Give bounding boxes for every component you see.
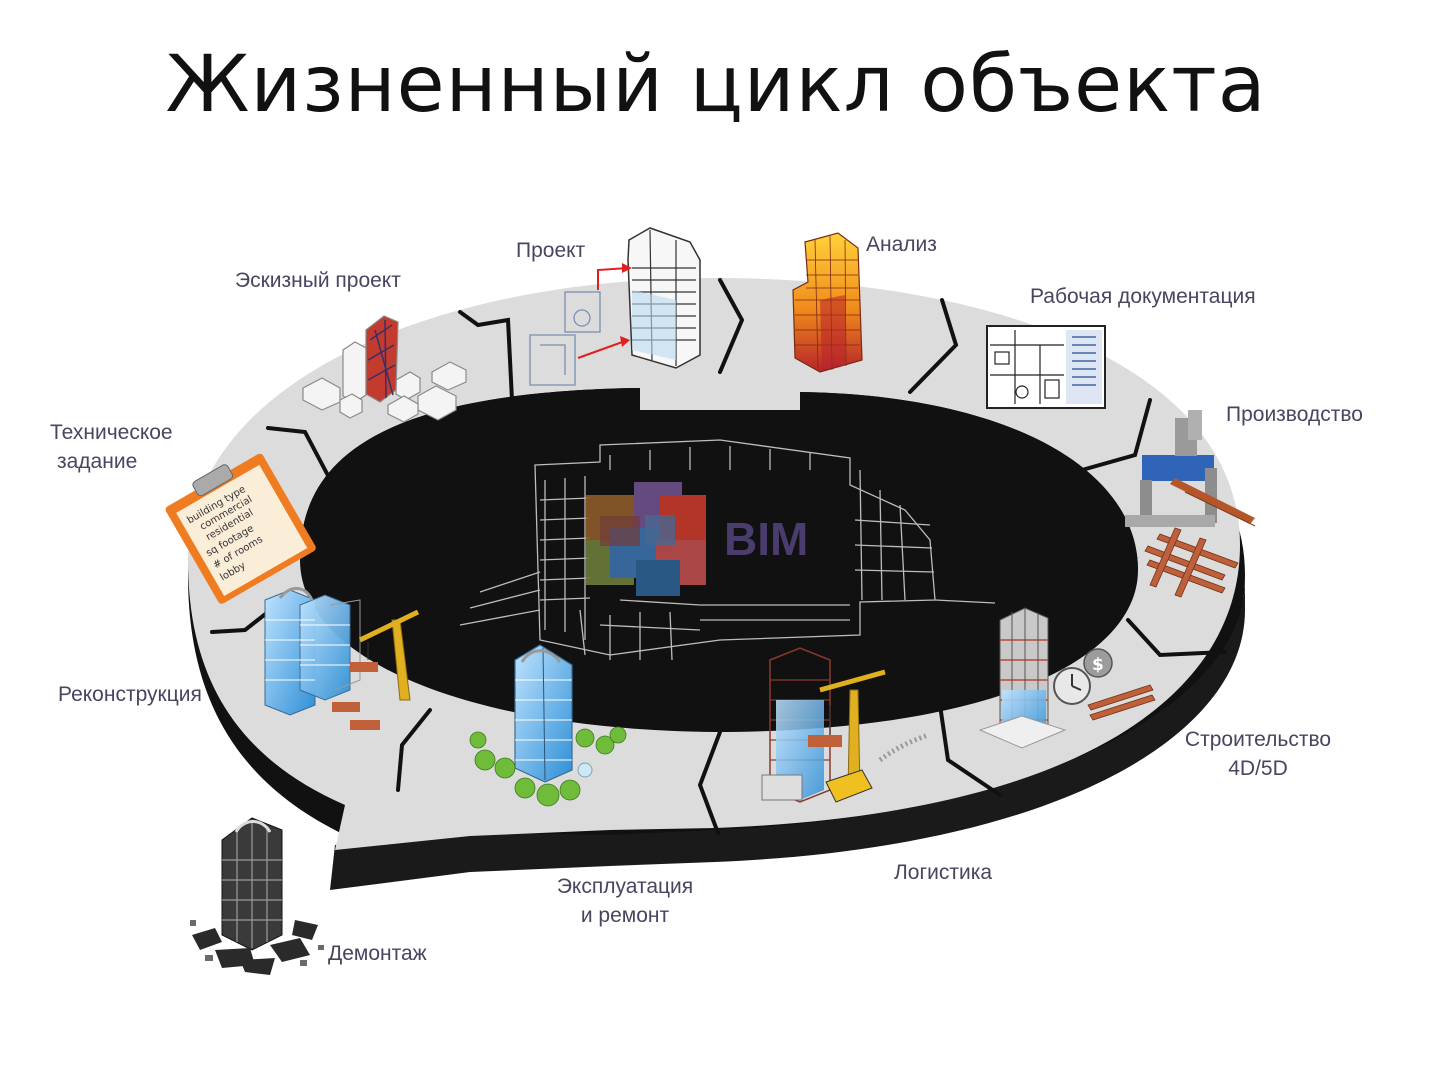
analysis-tower-icon [792,232,863,373]
page-title: Жизненный цикл объекта [165,40,1267,130]
stage-label-construction: Строительство 4D/5D [1184,728,1332,780]
stage-label-logistics: Логистика [894,861,993,884]
stage-label-design: Проект [516,239,586,262]
lifecycle-ring [188,278,1245,890]
stage-label-operation: Эксплуатация и ремонт [556,875,694,927]
stage-label-sketch: Эскизный проект [235,269,401,292]
stage-label-working-docs: Рабочая документация [1030,285,1256,308]
stage-label-tech-task: Техническое задание [50,421,173,473]
sketch-city-icon [302,315,467,423]
svg-text:$: $ [1092,655,1104,675]
operation-tower-icon [469,644,627,807]
logistics-crane-icon [761,647,929,803]
stage-label-demolition: Демонтаж [328,942,427,965]
floor-plan-icon [986,325,1106,409]
design-tower-icon [529,227,701,386]
bim-label: BIM [724,513,809,565]
factory-machine-icon [1125,410,1256,598]
building-sketch [459,439,996,661]
bim-cube-icon [586,482,706,596]
reconstruction-icon [264,587,420,730]
clipboard-icon: building type commercial residential sq … [165,453,316,604]
stage-label-reconstruction: Реконструкция [58,683,202,706]
stage-label-analysis: Анализ [866,233,937,256]
demolition-icon [190,817,324,975]
construction-schedule-icon: $ [978,607,1156,749]
stage-label-production: Производство [1226,403,1363,426]
